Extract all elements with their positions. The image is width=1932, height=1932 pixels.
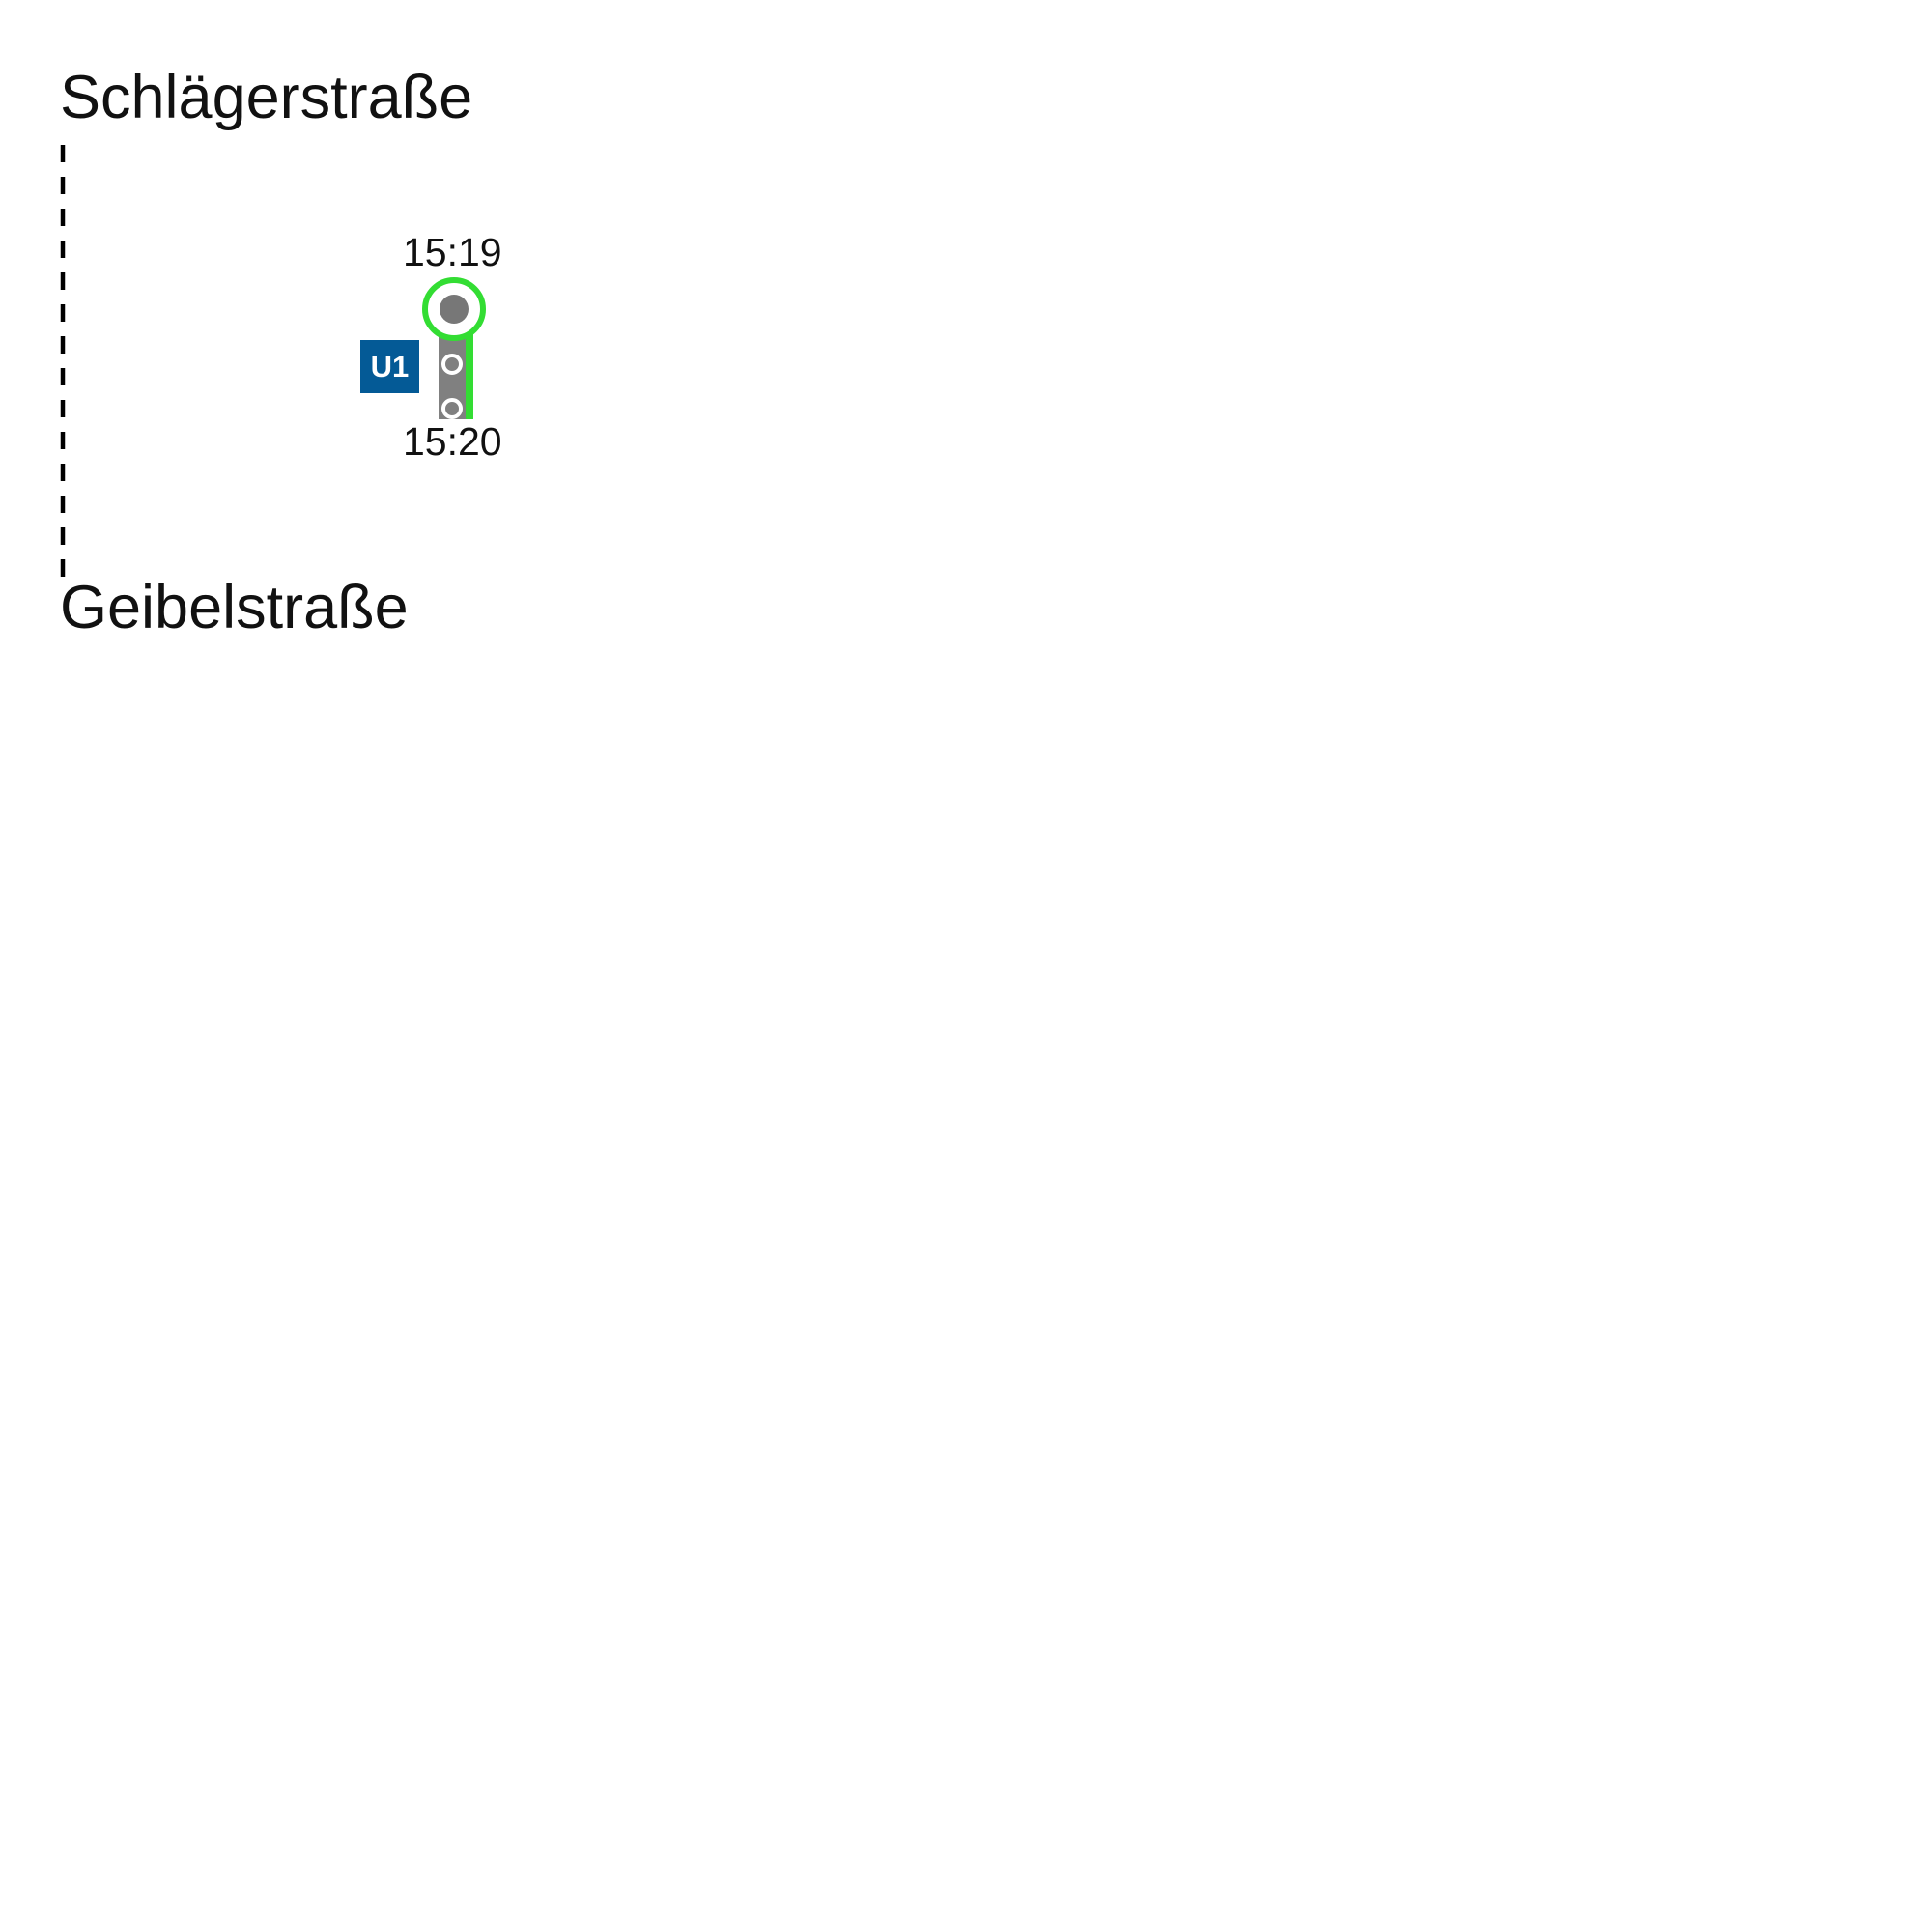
destination-stop-name: Geibelstraße <box>60 574 409 641</box>
line-badge: U1 <box>360 340 419 393</box>
intermediate-stop-icon <box>441 354 463 375</box>
route-progress-strip <box>466 324 473 419</box>
arrival-time: 15:20 <box>403 419 502 464</box>
departure-time: 15:19 <box>403 230 502 274</box>
boarding-stop-dot-icon <box>440 295 469 324</box>
alighting-stop-icon <box>441 398 463 419</box>
origin-stop-name: Schlägerstraße <box>60 64 473 131</box>
